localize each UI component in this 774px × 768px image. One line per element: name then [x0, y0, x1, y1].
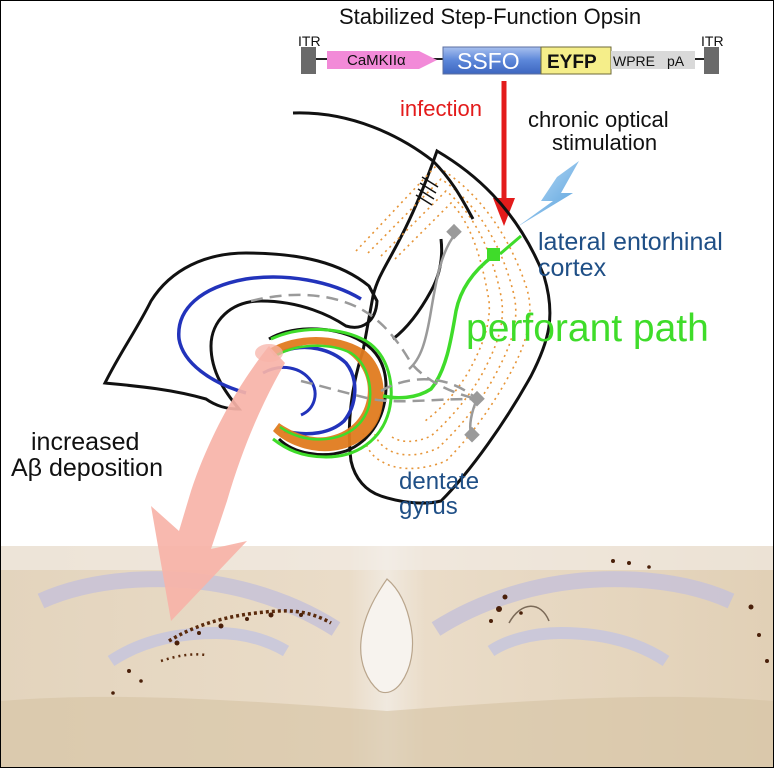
stimulation-label-line1: chronic optical — [528, 108, 669, 131]
entorhinal-label-line2: cortex — [538, 255, 723, 281]
perforant-path-label: perforant path — [466, 309, 709, 350]
wpre-label: WPRE — [613, 53, 655, 69]
abeta-label-line2: Aβ deposition — [11, 455, 163, 481]
entorhinal-label-line1: lateral entorhinal — [538, 229, 723, 255]
gray-neuron-upper — [446, 224, 462, 240]
figure-title: Stabilized Step-Function Opsin — [339, 5, 641, 28]
eyfp-label: EYFP — [547, 52, 597, 73]
ssfo-label: SSFO — [457, 48, 520, 74]
lightning-bolt-icon — [517, 161, 579, 227]
green-neuron-dendrite — [500, 236, 521, 254]
construct-diagram: ITR ITR CaMKIIα SSFO EYFP WPRE pA — [298, 33, 724, 74]
dentate-gyrus-label: dentate gyrus — [399, 469, 479, 519]
alveus-arc — [293, 113, 473, 219]
green-neuron-soma — [487, 248, 500, 261]
down-arrow-icon — [493, 81, 515, 226]
dentate-label-line1: dentate — [399, 469, 479, 494]
promoter-label: CaMKIIα — [347, 52, 406, 69]
entorhinal-label: lateral entorhinal cortex — [538, 229, 723, 282]
gray-neuron-lower — [464, 427, 480, 443]
itr-right-box — [704, 47, 719, 74]
abeta-label-line1: increased — [29, 429, 163, 455]
itr-left-label: ITR — [298, 33, 321, 49]
histology-section — [1, 546, 773, 767]
deposition-band — [269, 337, 384, 451]
stimulation-label-line2: stimulation — [528, 131, 669, 154]
dentate-label-line2: gyrus — [399, 494, 479, 519]
stimulation-label: chronic optical stimulation — [528, 108, 669, 154]
abeta-deposition-label: increased Aβ deposition — [29, 429, 163, 482]
itr-left-box — [301, 47, 316, 74]
infection-label: infection — [400, 97, 482, 120]
pa-label: pA — [667, 53, 685, 69]
granule-cell-layer — [284, 347, 355, 433]
itr-right-label: ITR — [701, 33, 724, 49]
